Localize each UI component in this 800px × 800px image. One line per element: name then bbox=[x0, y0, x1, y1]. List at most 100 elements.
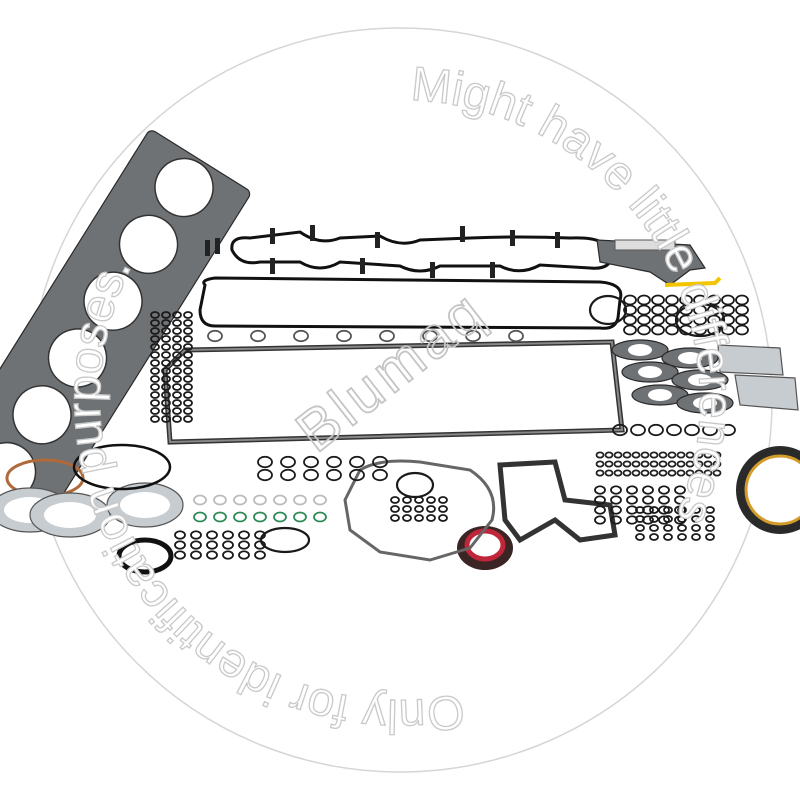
o-ring bbox=[150, 375, 160, 383]
o-ring bbox=[665, 324, 679, 336]
o-ring bbox=[610, 495, 622, 505]
o-ring bbox=[694, 460, 704, 468]
o-ring bbox=[649, 451, 659, 459]
o-ring bbox=[667, 460, 677, 468]
o-ring bbox=[150, 335, 160, 343]
o-ring bbox=[707, 294, 721, 306]
o-ring bbox=[161, 359, 171, 367]
o-ring bbox=[372, 455, 388, 469]
cylinder-bore bbox=[47, 328, 108, 388]
o-ring bbox=[150, 415, 160, 423]
o-ring bbox=[172, 375, 182, 383]
o-ring bbox=[293, 329, 309, 343]
o-ring bbox=[610, 515, 622, 525]
o-ring bbox=[238, 540, 250, 550]
o-ring bbox=[637, 304, 651, 316]
o-ring bbox=[253, 511, 267, 523]
o-ring bbox=[426, 514, 436, 522]
o-ring bbox=[667, 469, 677, 477]
o-ring bbox=[174, 550, 186, 560]
o-ring bbox=[161, 327, 171, 335]
o-ring bbox=[676, 451, 686, 459]
stud bbox=[360, 258, 365, 274]
o-ring bbox=[663, 515, 673, 523]
o-ring-set bbox=[150, 294, 749, 560]
oil-cooler-gasket bbox=[596, 239, 707, 286]
o-ring bbox=[677, 524, 687, 532]
o-ring bbox=[649, 533, 659, 541]
o-ring bbox=[172, 319, 182, 327]
o-ring bbox=[172, 407, 182, 415]
o-ring bbox=[402, 505, 412, 513]
o-ring bbox=[150, 407, 160, 415]
o-ring bbox=[349, 455, 365, 469]
o-ring bbox=[349, 468, 365, 482]
o-ring bbox=[691, 533, 701, 541]
o-ring bbox=[642, 505, 654, 515]
o-ring bbox=[677, 533, 687, 541]
o-ring bbox=[303, 455, 319, 469]
o-ring bbox=[395, 471, 435, 499]
oil-pan-gasket bbox=[162, 339, 625, 445]
manifold-port bbox=[678, 352, 702, 364]
o-ring bbox=[183, 351, 193, 359]
o-ring bbox=[426, 496, 436, 504]
o-ring bbox=[174, 540, 186, 550]
o-ring bbox=[438, 514, 448, 522]
stud bbox=[460, 226, 465, 242]
o-ring bbox=[422, 329, 438, 343]
o-ring bbox=[233, 494, 247, 506]
o-ring bbox=[161, 351, 171, 359]
o-ring bbox=[183, 335, 193, 343]
o-ring bbox=[685, 469, 695, 477]
stud bbox=[270, 258, 275, 274]
o-ring bbox=[635, 506, 645, 514]
stud bbox=[375, 232, 380, 248]
manifold-port bbox=[688, 374, 712, 386]
o-ring bbox=[658, 495, 670, 505]
o-ring bbox=[183, 367, 193, 375]
large-o-ring bbox=[72, 443, 172, 491]
o-ring bbox=[161, 375, 171, 383]
o-ring bbox=[150, 383, 160, 391]
o-ring bbox=[693, 304, 707, 316]
o-ring bbox=[674, 505, 686, 515]
o-ring bbox=[150, 399, 160, 407]
o-ring bbox=[649, 469, 659, 477]
cylinder-head-gasket bbox=[0, 130, 251, 530]
o-ring bbox=[213, 511, 227, 523]
o-ring bbox=[183, 391, 193, 399]
o-ring bbox=[635, 533, 645, 541]
o-ring bbox=[238, 530, 250, 540]
o-ring bbox=[735, 314, 749, 326]
o-ring bbox=[663, 533, 673, 541]
o-ring bbox=[273, 494, 287, 506]
o-ring bbox=[172, 335, 182, 343]
o-ring bbox=[649, 460, 659, 468]
water-pump-gaskets bbox=[0, 458, 184, 538]
o-ring bbox=[712, 451, 722, 459]
o-ring bbox=[658, 460, 668, 468]
o-ring bbox=[594, 515, 606, 525]
o-ring bbox=[313, 494, 327, 506]
o-ring bbox=[183, 383, 193, 391]
o-ring bbox=[612, 423, 628, 437]
o-ring bbox=[390, 514, 400, 522]
o-ring bbox=[679, 314, 693, 326]
o-ring bbox=[665, 314, 679, 326]
turbo-gasket bbox=[717, 344, 784, 376]
o-ring bbox=[253, 494, 267, 506]
o-ring bbox=[694, 469, 704, 477]
o-ring bbox=[631, 460, 641, 468]
yellow-dipstick-seal bbox=[664, 276, 722, 287]
o-ring bbox=[642, 485, 654, 495]
o-ring bbox=[705, 515, 715, 523]
o-ring bbox=[677, 506, 687, 514]
o-ring bbox=[172, 383, 182, 391]
o-ring bbox=[665, 304, 679, 316]
o-ring bbox=[705, 506, 715, 514]
o-ring bbox=[172, 399, 182, 407]
o-ring bbox=[658, 485, 670, 495]
o-ring bbox=[402, 514, 412, 522]
o-ring bbox=[594, 505, 606, 515]
